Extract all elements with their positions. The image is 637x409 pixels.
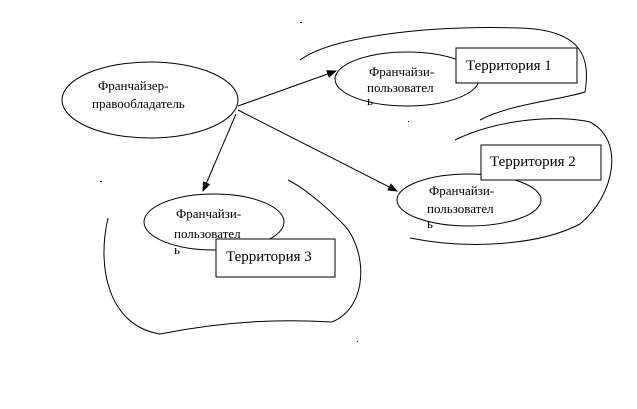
territory-3-box: Территория 3 [215, 238, 336, 278]
territory-1-box: Территория 1 [455, 47, 578, 84]
node-franchisor: Франчайзер- правообладатель [61, 61, 239, 139]
franchisor-label-line2: правообладатель [92, 96, 185, 111]
node-user-2: Франчайзи- пользовател ь [396, 173, 542, 231]
user3-label-line3: ь [174, 242, 180, 257]
territory-2-box: Территория 2 [480, 144, 602, 181]
user3-label-line2: пользовател [174, 226, 241, 241]
user3-label-line1: Франчайзи- [176, 206, 241, 221]
arrow-to-user2 [237, 109, 398, 192]
territory-1-label: Территория 1 [466, 58, 552, 74]
territory-2-outline [409, 118, 613, 245]
user1-label-line2: пользовател [367, 80, 434, 95]
node-user-3: Франчайзи- пользовател ь [143, 193, 285, 257]
arrow-to-user1 [237, 70, 337, 107]
franchisor-label-line1: Франчайзер- [98, 78, 169, 93]
user2-label-line2: пользовател [427, 201, 494, 216]
speck-4 [357, 341, 358, 342]
user1-label-line1: Франчайзи- [369, 64, 434, 79]
user2-label-line1: Франчайзи- [429, 183, 494, 198]
territory-3-outline [103, 179, 362, 335]
node-user-1: Франчайзи- пользовател ь [334, 51, 480, 108]
speck-2 [100, 181, 102, 182]
territory-2-label: Территория 2 [490, 154, 576, 170]
territory-3-label: Территория 3 [226, 249, 312, 265]
speck-3 [408, 121, 409, 122]
territory-1-outline [299, 27, 587, 121]
user1-label-line3: ь [367, 93, 373, 108]
user2-label-line3: ь [427, 216, 433, 231]
arrow-to-user3 [202, 113, 237, 192]
speck-1 [300, 22, 302, 23]
